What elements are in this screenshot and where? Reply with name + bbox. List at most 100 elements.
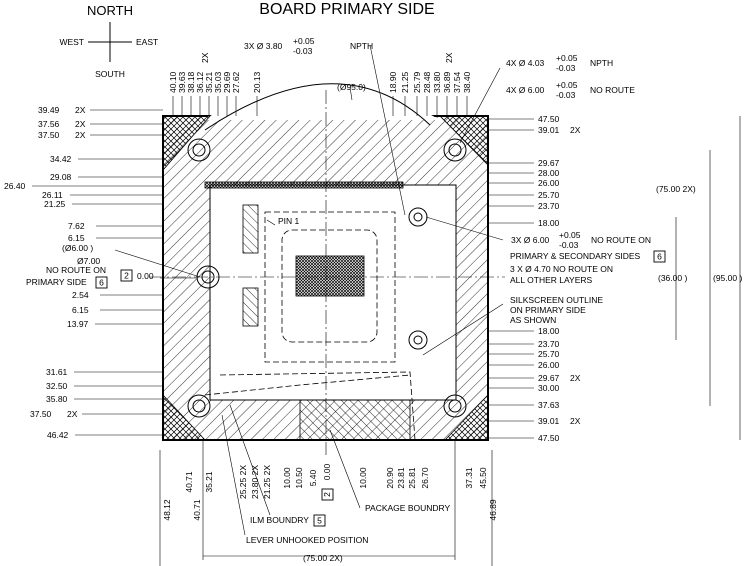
left-dim-value: 6.15 [68, 233, 85, 243]
npth-right-tol-minus: -0.03 [556, 63, 576, 73]
bottom-dim-label: 40.71 [192, 499, 202, 521]
bottom-dim-label: 48.12 [162, 499, 172, 521]
right-dim-value: 39.01 [538, 416, 560, 426]
ilm-boundary-label: ILM BOUNDRY [250, 515, 309, 525]
compass-west: WEST [59, 37, 84, 47]
npth-top-callout: 3X Ø 3.80 [244, 41, 283, 51]
left-dim-value: 31.61 [46, 367, 68, 377]
top-dim-label: 27.62 [231, 71, 241, 93]
left-dim-value: 26.40 [4, 181, 26, 191]
top-right-dim-label: 18.90 [388, 71, 398, 93]
right-dim-value: 30.00 [538, 383, 560, 393]
top-right-dim-label: 21.25 [400, 71, 410, 93]
left-dim-value: 13.97 [67, 319, 89, 329]
right-dim-value: 25.70 [538, 190, 560, 200]
lever-unhooked-label: LEVER UNHOOKED POSITION [246, 535, 368, 545]
overall-dimensions: (75.00 2X) (95.00 ) (36.00 ) (75.00 2X) [303, 184, 742, 563]
bottom-dim-label: 23.81 [396, 467, 406, 489]
right-dim-value: 26.00 [538, 178, 560, 188]
mid-hole-label: NO ROUTE ON [591, 235, 651, 245]
pin1-label: PIN 1 [278, 216, 300, 226]
right-dim-value: 39.01 [538, 125, 560, 135]
right-dim-suffix: 2X [570, 125, 581, 135]
left-dim-value: 34.42 [50, 154, 72, 164]
compass-east: EAST [136, 37, 158, 47]
top-right-dim-label: 36.89 [442, 71, 452, 93]
callouts: 3X Ø 3.80 +0.05 -0.03 NPTH 4X Ø 4.03 +0.… [26, 36, 666, 545]
right-dim-value: 26.00 [538, 360, 560, 370]
npth-top-label: NPTH [350, 41, 373, 51]
left-hole-note: 6 [99, 278, 104, 288]
npth-right-label: NPTH [590, 58, 613, 68]
top-dim-label: 40.10 [168, 71, 178, 93]
noroute-right-label: NO ROUTE [590, 85, 635, 95]
hole-mid-bottom [408, 330, 428, 350]
mid-hole-callout: 3X Ø 6.00 [511, 235, 550, 245]
bottom-dim-label: 20.90 [385, 467, 395, 489]
dim-bottom-75: (75.00 2X) [303, 553, 343, 563]
left-dim-value: 7.62 [68, 221, 85, 231]
npth-top-tol-plus: +0.05 [293, 36, 315, 46]
compass-north: NORTH [87, 3, 133, 18]
right-dim-value: 23.70 [538, 201, 560, 211]
left-dim-suffix: 2X [75, 130, 86, 140]
hole-left [196, 265, 220, 289]
left-dim-value: 46.42 [47, 430, 69, 440]
noroute-right-callout: 4X Ø 6.00 [506, 85, 545, 95]
left-zero-value: 0.00 [137, 271, 154, 281]
top-right-dim-label: 28.48 [422, 71, 432, 93]
hole-bottom-left [187, 394, 211, 418]
top-right-dim-label: 33.80 [432, 71, 442, 93]
left-dim-value: 39.49 [38, 105, 60, 115]
compass-south: SOUTH [95, 69, 125, 79]
right-dim-value: 47.50 [538, 433, 560, 443]
bottom-dim-label: 26.70 [420, 467, 430, 489]
left-hole-line1: (Ø6.00 ) [62, 243, 93, 253]
noroute-right-tol-plus: +0.05 [556, 80, 578, 90]
top-dim-label: 38.18 [186, 71, 196, 93]
left-hole-line2: Ø7.00 [77, 256, 100, 266]
dim-width-75: (75.00 2X) [656, 184, 696, 194]
left-dim-value: 32.50 [46, 381, 68, 391]
right-dim-value: 18.00 [538, 326, 560, 336]
bottom-dim-label: 40.71 [184, 471, 194, 493]
right-dim-value: 47.50 [538, 114, 560, 124]
package-area [204, 211, 416, 441]
mid-hole-tol-plus: +0.05 [559, 230, 581, 240]
package-boundary-label: PACKAGE BOUNDRY [365, 503, 451, 513]
left-dim-suffix: 2X [67, 409, 78, 419]
left-dim-value: 37.56 [38, 119, 60, 129]
left-hole-line3: NO ROUTE ON [46, 265, 106, 275]
compass-rose: NORTH SOUTH WEST EAST [59, 3, 158, 79]
top-dims-2x: 2X [200, 52, 210, 63]
right-dim-value: 18.00 [538, 218, 560, 228]
right-dim-value: 25.70 [538, 349, 560, 359]
top-right-dim-label: 25.79 [412, 71, 422, 93]
right-dim-value: 29.67 [538, 373, 560, 383]
mid-hole-line3: 3 X Ø 4.70 NO ROUTE ON [510, 264, 613, 274]
bottom-dim-label: 46.89 [488, 499, 498, 521]
bottom-dim-label: 37.31 [464, 467, 474, 489]
bottom-dim-label: 25.25 2X [238, 465, 248, 499]
left-zero-note: 2 [124, 271, 129, 281]
right-dim-value: 29.67 [538, 158, 560, 168]
board-outline [162, 83, 489, 441]
mid-hole-line4: ALL OTHER LAYERS [510, 275, 593, 285]
hole-top-right [443, 138, 467, 162]
left-dim-value: 37.50 [38, 130, 60, 140]
top-right-dims-2x: 2X [444, 52, 454, 63]
mid-hole-tol-minus: -0.03 [559, 240, 579, 250]
right-dim-value: 37.63 [538, 400, 560, 410]
dim-height-36: (36.00 ) [658, 273, 687, 283]
leader-lines [114, 44, 741, 566]
bottom-dim-label: 23.80 2X [250, 465, 260, 499]
top-dim-label: 29.69 [222, 71, 232, 93]
bottom-dim-label: 5.40 [308, 469, 318, 486]
mounting-holes [187, 138, 467, 418]
bottom-dim-label: 10.50 [294, 467, 304, 489]
top-right-dim-label: 38.40 [462, 71, 472, 93]
bottom-zero-note: 2 [322, 492, 332, 497]
